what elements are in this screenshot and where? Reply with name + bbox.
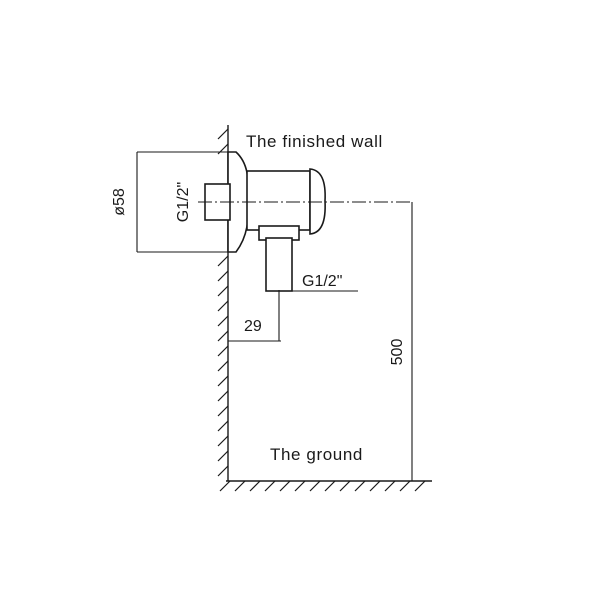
diameter-label: ø58 (111, 188, 128, 216)
diameter-dimension: ø58 (111, 151, 230, 253)
ground-line (219, 480, 432, 492)
wall-hatch-icon (217, 128, 229, 477)
outlet-thread-callout: G1/2" (290, 273, 358, 292)
ground-label: The ground (270, 445, 363, 464)
inlet-thread-label: G1/2" (175, 182, 192, 222)
offset-label: 29 (244, 318, 262, 335)
outlet-nozzle (258, 225, 300, 292)
ground-hatch-icon (219, 480, 426, 492)
height-dimension: 500 (389, 202, 413, 481)
finished-wall-label: The finished wall (246, 132, 383, 151)
height-label: 500 (389, 339, 406, 366)
elbow-body (246, 168, 326, 235)
offset-dimension: 29 (228, 290, 281, 342)
outlet-thread-label: G1/2" (302, 273, 342, 290)
finished-wall (217, 125, 229, 481)
